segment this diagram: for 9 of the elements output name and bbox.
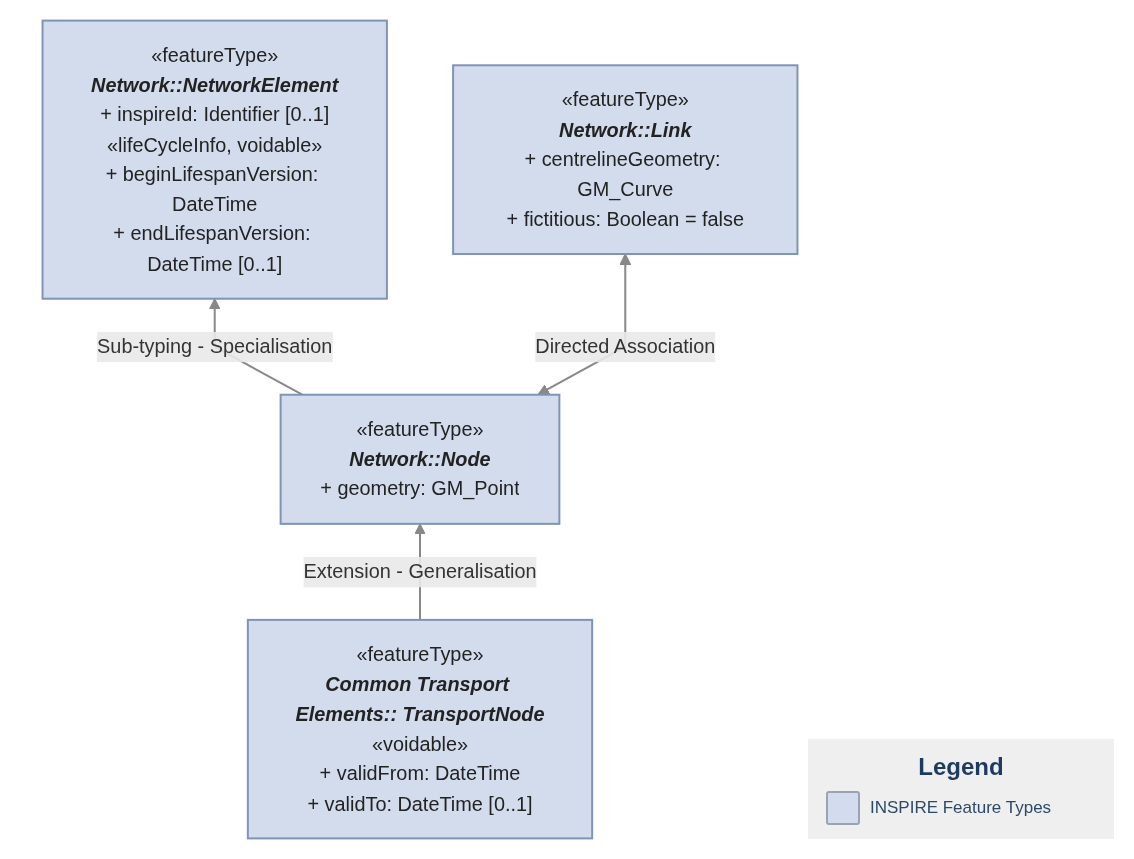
edge-label: Sub-typing - Specialisation	[97, 334, 333, 357]
edge-label: Extension - Generalisation	[303, 559, 537, 583]
node-box: «featureType» Network::Node + geometry: GM_Point	[279, 393, 561, 525]
edge-label: Directed Association	[535, 334, 716, 357]
legend-text: INSPIRE Feature Types	[870, 798, 1052, 818]
node-box: «featureType» Common Transport Elements:: TransportNode «voidable» + validFrom: DateTime + validTo: DateTime [0..1]	[246, 618, 594, 840]
node-box: «featureType» Network::NetworkElement + inspireId: Identifier [0..1] «lifeCycleInfo, voidable» + beginLifespanVersion: DateTime + endLifespanVersion: DateTime [0..1]	[41, 19, 388, 300]
node-box: «featureType» Network::Link + centrelineGeometry: GM_Curve + fictitious: Boolean = false	[452, 64, 799, 255]
legend-title: Legend	[917, 753, 1005, 781]
